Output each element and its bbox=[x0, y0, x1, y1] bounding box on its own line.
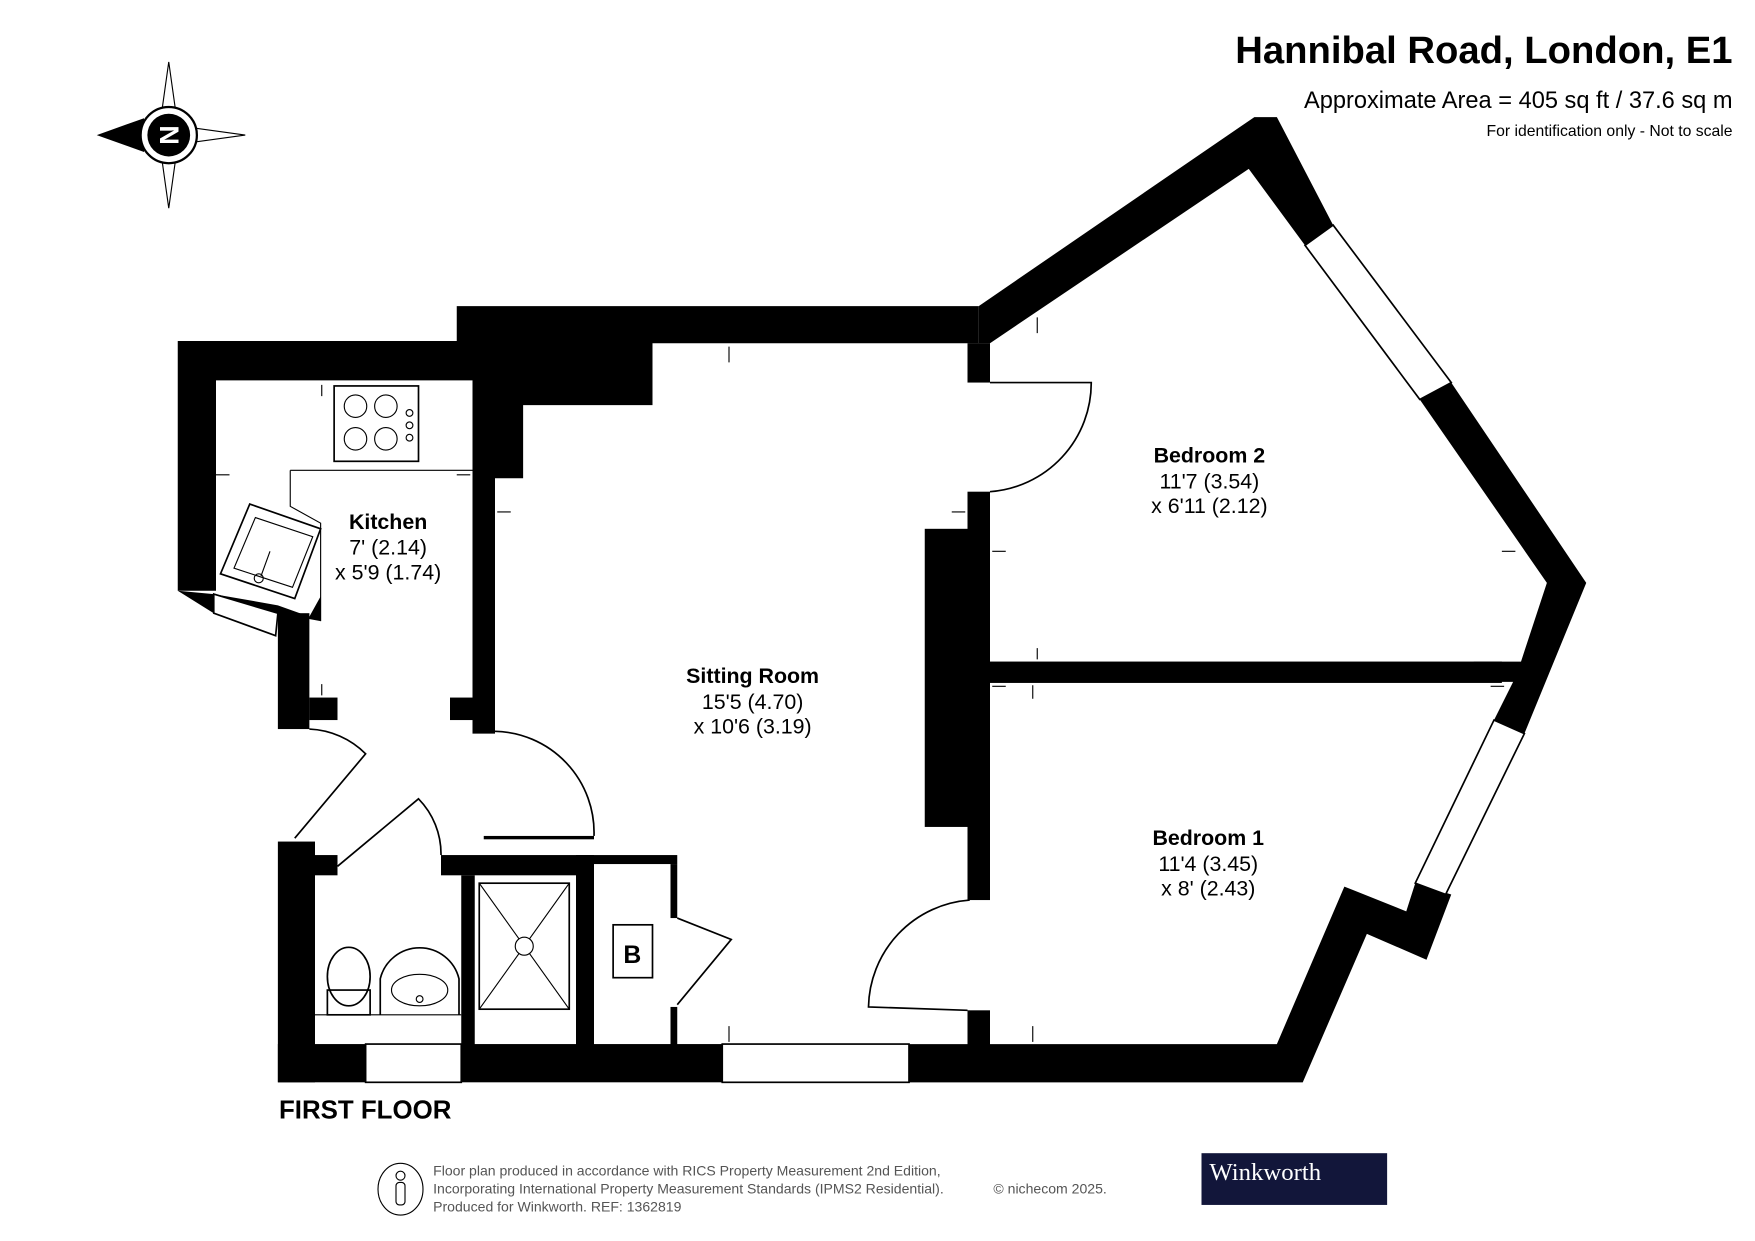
footer-copyright: © nichecom 2025. bbox=[993, 1181, 1106, 1197]
room-name: Kitchen bbox=[349, 510, 427, 534]
room-dim: 11'7 (3.54) bbox=[1159, 469, 1259, 493]
room-dim: 11'4 (3.45) bbox=[1158, 852, 1258, 876]
footer-line-1: Floor plan produced in accordance with R… bbox=[433, 1163, 941, 1179]
room-name: Bedroom 1 bbox=[1152, 826, 1264, 850]
property-title: Hannibal Road, London, E1 bbox=[1235, 29, 1732, 72]
boiler-cupboard-box bbox=[612, 923, 654, 979]
approximate-area: Approximate Area = 405 sq ft / 37.6 sq m bbox=[1304, 88, 1733, 114]
room-name: Bedroom 2 bbox=[1154, 443, 1266, 467]
toilet-icon bbox=[326, 946, 371, 1016]
room-dim: x 6'11 (2.12) bbox=[1151, 494, 1267, 518]
compass-north-label: N bbox=[154, 125, 184, 144]
walls bbox=[177, 117, 1587, 1083]
disclaimer: For identification only - Not to scale bbox=[1487, 123, 1733, 140]
room-dim: 15'5 (4.70) bbox=[702, 690, 803, 714]
basin-icon bbox=[379, 947, 460, 1015]
shower-tray-icon bbox=[478, 882, 571, 1011]
kitchen-fixtures bbox=[219, 385, 473, 622]
room-sitting: Sitting Room 15'5 (4.70) x 10'6 (3.19) bbox=[686, 664, 819, 739]
room-bedroom-1: Bedroom 1 11'4 (3.45) x 8' (2.43) bbox=[1152, 826, 1264, 901]
room-name: Sitting Room bbox=[686, 664, 819, 688]
hob-icon bbox=[333, 385, 420, 463]
ipms-person-icon bbox=[377, 1162, 424, 1216]
footer-line-2: Incorporating International Property Mea… bbox=[433, 1181, 944, 1197]
boiler-label: B bbox=[623, 942, 641, 969]
brand-logo: Winkworth bbox=[1209, 1159, 1321, 1186]
room-dim: x 10'6 (3.19) bbox=[694, 715, 812, 739]
dimension-arrows bbox=[216, 317, 1516, 1042]
room-dim: x 8' (2.43) bbox=[1161, 877, 1255, 901]
room-kitchen: Kitchen 7' (2.14) x 5'9 (1.74) bbox=[335, 510, 441, 585]
room-dim: x 5'9 (1.74) bbox=[335, 560, 441, 584]
bathroom-fixtures bbox=[315, 882, 571, 1016]
room-bedroom-2: Bedroom 2 11'7 (3.54) x 6'11 (2.12) bbox=[1151, 443, 1267, 518]
kitchen-sink-icon bbox=[219, 503, 322, 600]
brand-logo-box bbox=[1201, 1153, 1388, 1205]
doors bbox=[294, 381, 1093, 1012]
room-dim: 7' (2.14) bbox=[349, 536, 427, 560]
floor-label: FIRST FLOOR bbox=[279, 1096, 452, 1124]
footer-line-3: Produced for Winkworth. REF: 1362819 bbox=[433, 1199, 681, 1215]
compass-icon: N bbox=[96, 61, 246, 209]
windows bbox=[212, 223, 1526, 1084]
